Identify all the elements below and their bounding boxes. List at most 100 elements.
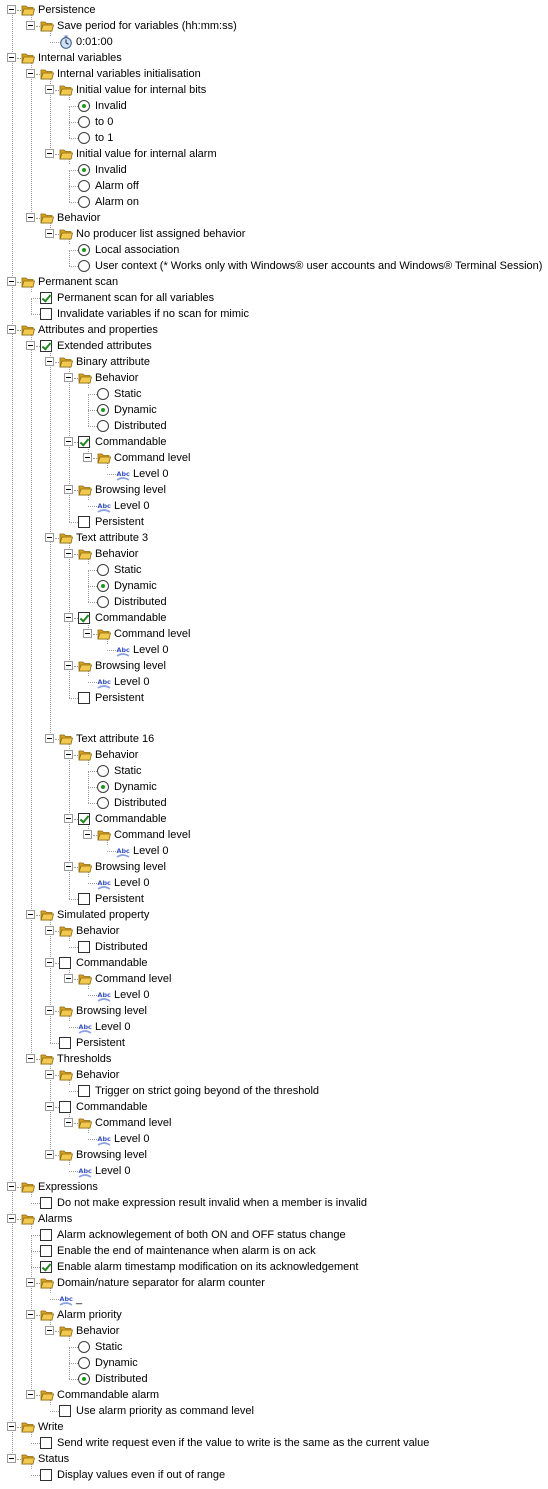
collapse-minus-icon[interactable] [7,5,16,14]
tree-node-label[interactable]: Alarm off [95,180,139,192]
collapse-minus-icon[interactable] [64,549,73,558]
radio-button[interactable] [78,116,90,128]
tree-node-label[interactable]: Extended attributes [57,340,152,352]
collapse-minus-icon[interactable] [64,373,73,382]
collapse-minus-icon[interactable] [64,437,73,446]
checkbox[interactable] [78,813,90,825]
tree-node-label[interactable]: Send write request even if the value to … [57,1437,430,1449]
collapse-minus-icon[interactable] [26,21,35,30]
checkbox[interactable] [40,1469,52,1481]
tree-node-label[interactable]: Commandable [95,813,167,825]
checkbox[interactable] [78,1085,90,1097]
collapse-minus-icon[interactable] [45,958,54,967]
collapse-minus-icon[interactable] [7,1454,16,1463]
checkbox[interactable] [40,1261,52,1273]
collapse-minus-icon[interactable] [26,341,35,350]
checkbox[interactable] [59,957,71,969]
collapse-minus-icon[interactable] [7,1182,16,1191]
collapse-minus-icon[interactable] [64,862,73,871]
checkbox[interactable] [40,1229,52,1241]
checkbox[interactable] [40,292,52,304]
radio-button[interactable] [97,765,109,777]
checkbox[interactable] [59,1405,71,1417]
collapse-minus-icon[interactable] [83,453,92,462]
tree-node-label[interactable]: Static [114,765,142,777]
checkbox[interactable] [78,516,90,528]
checkbox[interactable] [78,893,90,905]
radio-button[interactable] [78,196,90,208]
collapse-minus-icon[interactable] [64,974,73,983]
tree-node-label[interactable]: Invalid [95,100,127,112]
collapse-minus-icon[interactable] [26,213,35,222]
tree-node-label[interactable]: Dynamic [95,1357,138,1369]
radio-button[interactable] [97,420,109,432]
tree-node-label[interactable]: Do not make expression result invalid wh… [57,1197,367,1209]
collapse-minus-icon[interactable] [45,229,54,238]
collapse-minus-icon[interactable] [64,750,73,759]
radio-button[interactable] [97,388,109,400]
collapse-minus-icon[interactable] [7,1422,16,1431]
collapse-minus-icon[interactable] [7,53,16,62]
tree-node-label[interactable]: Alarm acknowlegement of both ON and OFF … [57,1229,346,1241]
tree-node-label[interactable]: Distributed [95,1373,148,1385]
collapse-minus-icon[interactable] [26,1390,35,1399]
collapse-minus-icon[interactable] [45,85,54,94]
tree-node-label[interactable]: Invalid [95,164,127,176]
collapse-minus-icon[interactable] [45,357,54,366]
collapse-minus-icon[interactable] [64,485,73,494]
tree-node-label[interactable]: Persistent [95,516,144,528]
collapse-minus-icon[interactable] [26,910,35,919]
radio-button[interactable] [78,1373,90,1385]
collapse-minus-icon[interactable] [45,533,54,542]
collapse-minus-icon[interactable] [45,926,54,935]
collapse-minus-icon[interactable] [64,613,73,622]
checkbox[interactable] [40,1197,52,1209]
collapse-minus-icon[interactable] [45,1006,54,1015]
tree-node-label[interactable]: Dynamic [114,781,157,793]
checkbox[interactable] [78,436,90,448]
checkbox[interactable] [78,692,90,704]
collapse-minus-icon[interactable] [45,734,54,743]
tree-node-label[interactable]: Commandable [95,612,167,624]
tree-node-label[interactable]: to 0 [95,116,114,128]
collapse-minus-icon[interactable] [45,1326,54,1335]
collapse-minus-icon[interactable] [64,1118,73,1127]
collapse-minus-icon[interactable] [7,1214,16,1223]
tree-node-label[interactable]: Local association [95,244,180,256]
checkbox[interactable] [40,1437,52,1449]
radio-button[interactable] [97,580,109,592]
tree-node-label[interactable]: Permanent scan for all variables [57,292,215,304]
tree-node-label[interactable]: Distributed [114,596,167,608]
collapse-minus-icon[interactable] [45,1102,54,1111]
checkbox[interactable] [59,1101,71,1113]
radio-button[interactable] [97,404,109,416]
tree-node-label[interactable]: Persistent [95,893,144,905]
radio-button[interactable] [78,1357,90,1369]
tree-node-label[interactable]: Static [114,388,142,400]
tree-node-label[interactable]: Use alarm priority as command level [76,1405,254,1417]
radio-button[interactable] [78,1341,90,1353]
radio-button[interactable] [97,596,109,608]
collapse-minus-icon[interactable] [45,149,54,158]
tree-node-label[interactable]: Persistent [95,692,144,704]
checkbox[interactable] [78,941,90,953]
tree-node-label[interactable]: Commandable [76,957,148,969]
collapse-minus-icon[interactable] [83,830,92,839]
tree-node-label[interactable]: Enable the end of maintenance when alarm… [57,1245,316,1257]
tree-node-label[interactable]: Static [114,564,142,576]
collapse-minus-icon[interactable] [64,814,73,823]
tree-node-label[interactable]: Invalidate variables if no scan for mimi… [57,308,249,320]
tree-node-label[interactable]: Dynamic [114,580,157,592]
checkbox[interactable] [40,1245,52,1257]
radio-button[interactable] [97,564,109,576]
tree-node-label[interactable]: Persistent [76,1037,125,1049]
collapse-minus-icon[interactable] [26,1054,35,1063]
tree-node-label[interactable]: Commandable [76,1101,148,1113]
collapse-minus-icon[interactable] [45,1070,54,1079]
collapse-minus-icon[interactable] [45,1150,54,1159]
tree-node-label[interactable]: Distributed [95,941,148,953]
checkbox[interactable] [59,1037,71,1049]
collapse-minus-icon[interactable] [83,629,92,638]
checkbox[interactable] [40,340,52,352]
radio-button[interactable] [78,100,90,112]
